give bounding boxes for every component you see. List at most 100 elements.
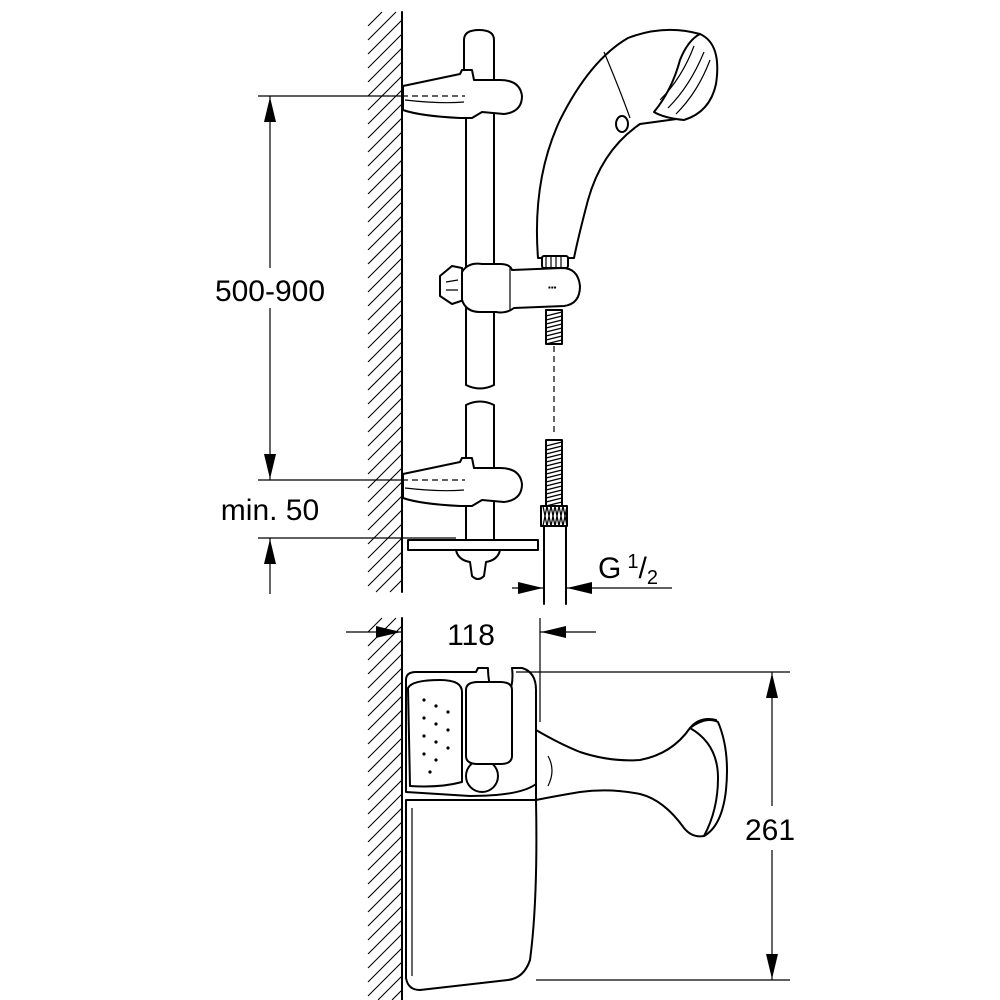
holder-slot (465, 681, 513, 765)
wall-hatch-line (367, 425, 403, 461)
spring-coil (545, 449, 563, 455)
wall-hatch-line (367, 905, 403, 941)
upper-bracket-detail (404, 99, 465, 104)
holder-face-dots (422, 698, 450, 774)
shower-head-face (689, 719, 728, 837)
soap-dish (407, 539, 539, 580)
panel-dot (422, 698, 426, 702)
wall-hatch-line (367, 299, 403, 335)
spring-coil (545, 469, 563, 475)
wall-hatch-line (367, 537, 403, 573)
wall-hatch-line (367, 103, 403, 139)
wall-hatch-line (367, 159, 403, 195)
wall-hatch-line (367, 509, 403, 545)
connector-knurling (545, 256, 562, 268)
slider-logo-mark: ▪▪▪ (548, 283, 557, 292)
wall-hatch-line (367, 201, 403, 237)
wall-hatch-line (367, 481, 403, 517)
wall-hatch-line (367, 919, 403, 955)
wall-hatch-line (367, 397, 403, 433)
spring-coil (545, 461, 563, 467)
spring-coil (545, 497, 563, 503)
spring-coil (545, 465, 563, 471)
shower-holder-slider: ▪▪▪ (439, 262, 581, 314)
wall-hatch-line (391, 989, 403, 1000)
holder-base-cover (405, 799, 538, 991)
spring-coil (545, 315, 563, 321)
head-height-arrow-bottom (766, 954, 778, 979)
wall-hatch-line (367, 117, 403, 153)
spring-coil (545, 319, 563, 325)
spray-mode-button (615, 115, 629, 133)
thread-arrow-right (567, 582, 592, 594)
panel-dot (446, 728, 450, 732)
wall-hatch-line (367, 793, 403, 829)
wall-hatch-line (367, 439, 403, 475)
wall-hatch-line (367, 891, 403, 927)
spring-coil (545, 489, 563, 495)
wall-hatch-line (367, 695, 403, 731)
wall-hatch-line (367, 877, 403, 913)
wall-hatch-line (367, 47, 403, 83)
wall-hatch-line (367, 187, 403, 223)
wall-hatch-line (367, 33, 403, 69)
thread-denominator: 2 (647, 567, 658, 589)
dimension-head-height: 261 (516, 671, 812, 981)
wall-hatch-line (367, 807, 403, 843)
wall-hatch-line (367, 11, 383, 27)
knurl-line (554, 505, 560, 527)
spring-coil (545, 339, 563, 345)
slider-knob-ridges (445, 279, 459, 291)
thread-numerator: 1 (627, 551, 638, 573)
thread-prefix: G (598, 552, 621, 585)
shower-hose (540, 309, 568, 605)
wall-hatch-line (367, 369, 403, 405)
knurl-line (546, 505, 552, 527)
rail-spacing-arrow-bottom (264, 454, 276, 479)
holder-face-panel (407, 679, 463, 788)
shower-rail (463, 29, 495, 546)
wall-hatch-line (367, 617, 383, 633)
spring-coil (545, 323, 563, 329)
soap-dish-plate (407, 539, 539, 551)
panel-dot (422, 734, 426, 738)
rail-spacing-arrow-top (264, 97, 276, 122)
wall-hatch-line (367, 355, 403, 391)
wall-hatch-line (367, 751, 403, 787)
panel-dot (434, 704, 438, 708)
wall-hatch-line (367, 961, 403, 997)
wall-hatch-line (367, 467, 403, 503)
wall-hatch-line (367, 737, 403, 773)
hand-shower (535, 28, 719, 269)
slider-knob (439, 265, 465, 305)
panel-dot (428, 770, 432, 774)
hose-upper-spring-coils (545, 311, 563, 345)
wall-hatch-line (367, 327, 403, 363)
wall-hatch-line (367, 453, 403, 489)
spray-face-rings (659, 45, 711, 115)
wall-hatching-upper (367, 11, 403, 593)
wall-hatch-line (367, 145, 403, 181)
wall-hatch-line (367, 709, 403, 745)
wall-hatch-line (367, 835, 403, 871)
hose-fitting-knurl (542, 505, 568, 527)
wall-hatch-line (367, 681, 403, 717)
panel-dot (434, 740, 438, 744)
wall-hatch-line (377, 975, 403, 1000)
wall-offset-arrow-left (376, 626, 401, 638)
wall-hatch-line (367, 215, 403, 251)
wall-lower (367, 617, 403, 1000)
rail-spacing-label: 500-900 (215, 275, 325, 308)
slider-body (461, 262, 581, 314)
wall-hatching-lower (367, 617, 403, 1000)
spring-coil (545, 493, 563, 499)
wall-hatch-line (367, 75, 403, 111)
knurl-line (562, 505, 568, 527)
upper-bracket-body (402, 69, 523, 119)
wall-hatch-line (389, 579, 403, 593)
wall-hatch-line (367, 11, 397, 41)
head-height-label-bg (732, 806, 812, 850)
knurl-line (542, 505, 548, 527)
